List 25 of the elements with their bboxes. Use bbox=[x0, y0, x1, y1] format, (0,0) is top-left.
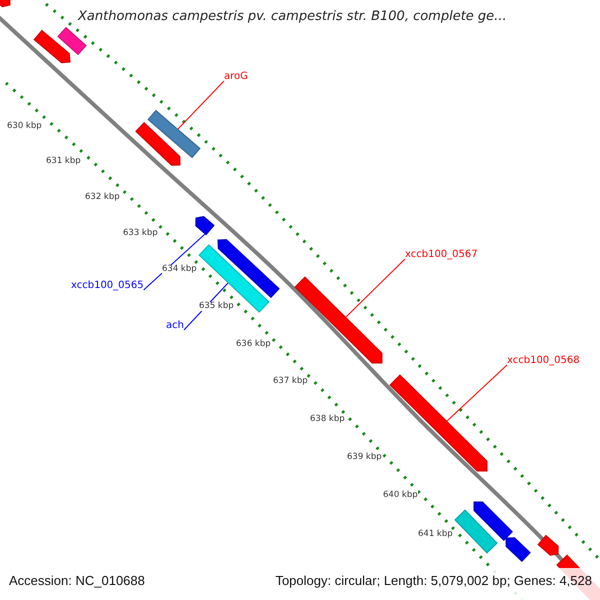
gene-bar bbox=[147, 110, 201, 158]
leader-line bbox=[178, 80, 224, 130]
gene-label: xccb100_0565 bbox=[71, 281, 144, 291]
tick-label: 630 kbp bbox=[7, 122, 42, 130]
tick-label: 636 kbp bbox=[236, 340, 271, 348]
gene-label: xccb100_0567 bbox=[405, 250, 478, 260]
gene-bar bbox=[389, 374, 488, 472]
gene-label: ach bbox=[166, 321, 184, 331]
gene-label: xccb100_0568 bbox=[507, 356, 580, 366]
tick-label: 638 kbp bbox=[310, 415, 345, 424]
tick-label: 632 kbp bbox=[85, 193, 120, 202]
tick-label: 641 kbp bbox=[418, 530, 453, 538]
tick-label: 633 kbp bbox=[123, 229, 158, 238]
gene-label: aroG bbox=[224, 72, 248, 82]
gene-bar bbox=[198, 244, 270, 313]
accession-text: Accession: NC_010688 bbox=[9, 574, 145, 587]
title: Xanthomonas campestris pv. campestris str. B100, complete ge... bbox=[78, 10, 507, 23]
genome-summary-text: Topology: circular; Length: 5,079,002 bp; Genes: 4,528 bbox=[275, 574, 592, 587]
tick-label: 631 kbp bbox=[46, 157, 81, 166]
gene-bar bbox=[294, 276, 382, 364]
tick-label: 635 kbp bbox=[199, 302, 234, 310]
leader-line bbox=[446, 364, 508, 422]
tick-label: 640 kbp bbox=[383, 491, 418, 500]
leader-line bbox=[143, 234, 206, 290]
leader-line bbox=[346, 258, 406, 318]
